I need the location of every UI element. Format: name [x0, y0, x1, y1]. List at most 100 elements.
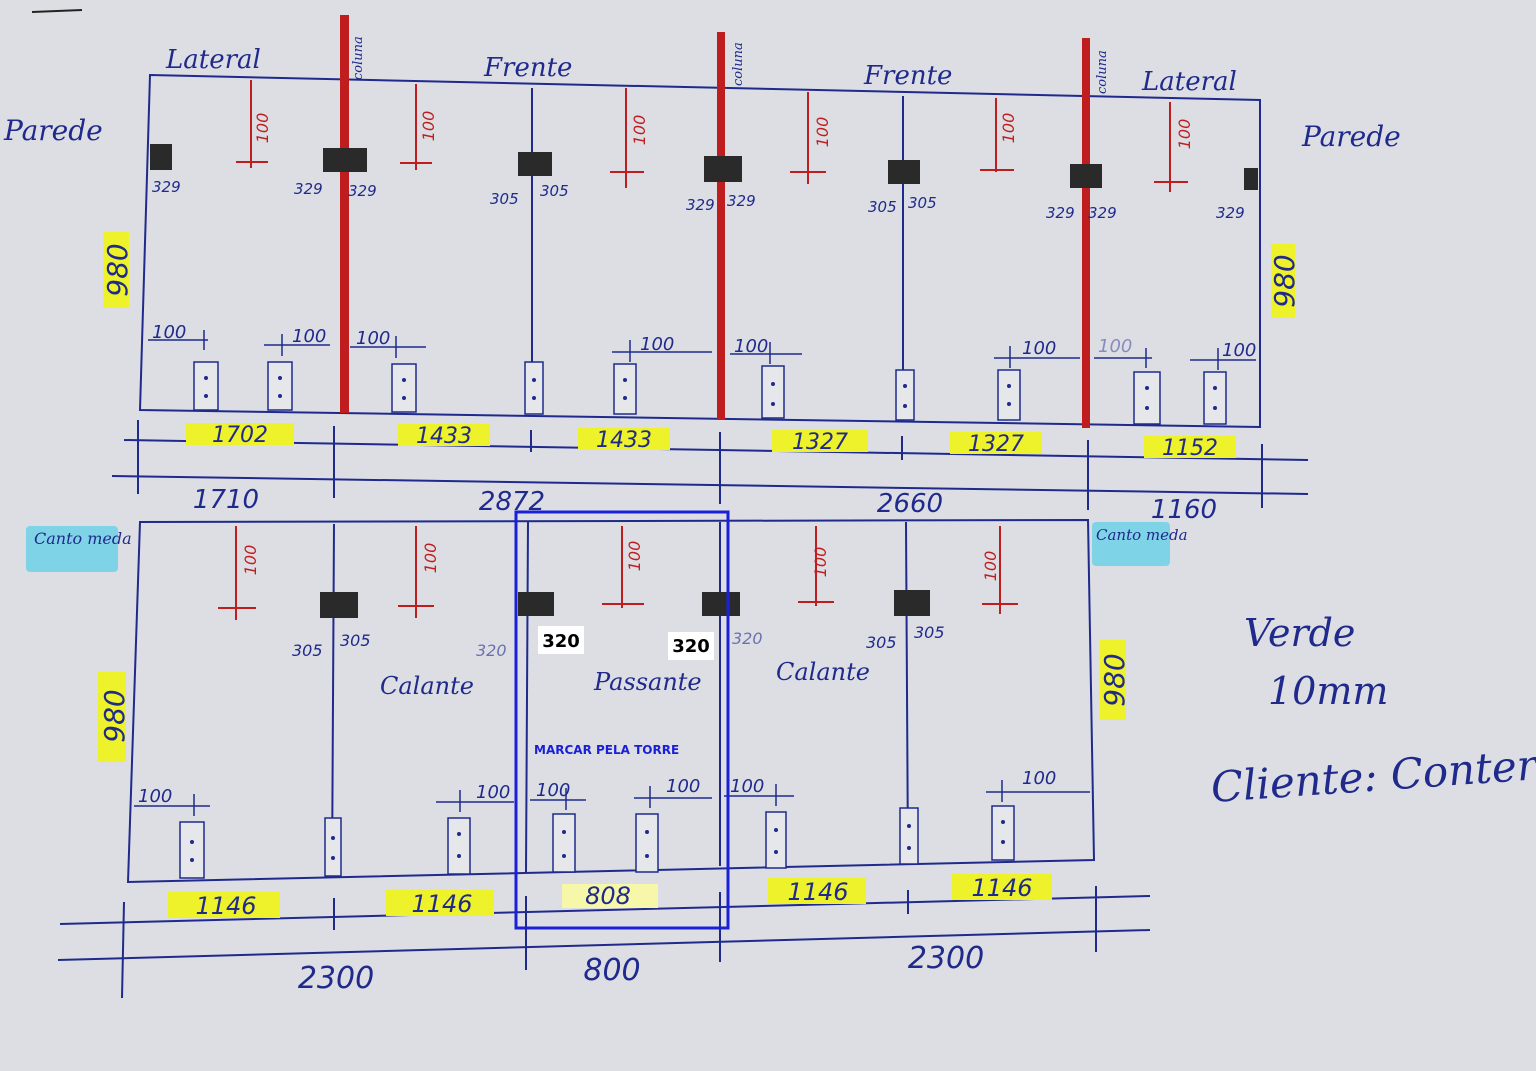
red-mark: 100	[790, 92, 832, 184]
red-mark: 100	[610, 88, 649, 188]
tower-highlight-box[interactable]	[514, 510, 730, 930]
bay-total: 1160	[1151, 495, 1217, 525]
hinge-value: 329	[152, 178, 181, 196]
red-mark-label: 100	[241, 545, 260, 576]
red-mark-label: 100	[981, 551, 1000, 582]
top-plan: coluna coluna coluna Lateral Frente Fren…	[3, 15, 1401, 525]
note-color: Verde	[1244, 611, 1355, 655]
hinge-block	[704, 156, 742, 182]
hinge-value: 305	[914, 623, 945, 642]
panel-width: 1152	[1162, 436, 1218, 461]
lateral-right-label: Lateral	[1141, 67, 1237, 97]
column-label: coluna	[351, 36, 366, 80]
handle-offset: 100	[734, 336, 768, 357]
offset-ticks	[134, 780, 1090, 816]
hinge-block	[702, 592, 740, 616]
hinge-block	[518, 592, 554, 616]
dimension-lines	[111, 420, 1309, 510]
column-bar	[340, 15, 349, 413]
hinge-value: 305	[908, 194, 937, 212]
panel-width: 1327	[968, 432, 1024, 457]
column-bar	[1082, 38, 1090, 428]
red-mark-label: 100	[811, 547, 830, 578]
column-label: coluna	[731, 42, 746, 86]
red-mark: 100	[798, 526, 834, 606]
panel-width: 1146	[787, 878, 848, 906]
bottom-outline	[126, 518, 1096, 884]
passante-label: Passante	[593, 668, 702, 696]
red-mark: 100	[400, 84, 438, 170]
panel-width: 1146	[195, 892, 256, 920]
value-tag	[538, 626, 584, 654]
boxed-value: 320	[672, 636, 710, 657]
hinge-value: 329	[1216, 204, 1245, 222]
red-mark: 100	[398, 526, 440, 618]
calante-label: Calante	[380, 672, 474, 700]
canto-right-label: Canto meda	[1096, 526, 1188, 544]
handle-offset: 100	[1098, 336, 1132, 357]
panel-width: 1702	[212, 423, 268, 448]
red-mark: 100	[981, 526, 1018, 614]
highlight	[103, 232, 129, 308]
division-line	[905, 521, 909, 863]
note-thickness: 10mm	[1268, 669, 1388, 713]
parede-left-label: Parede	[3, 114, 103, 147]
panel-width: 808	[585, 882, 631, 910]
hinge-value: 305	[866, 633, 897, 652]
handle-offset: 100	[1022, 338, 1056, 359]
bay-total: 2300	[298, 961, 374, 996]
bay-total: 2660	[877, 489, 943, 519]
frente-label: Frente	[483, 53, 572, 83]
boxed-value: 320	[542, 631, 580, 652]
height-label: 980	[1098, 653, 1131, 706]
red-mark-label: 100	[253, 113, 272, 144]
pen-stroke	[31, 9, 83, 13]
hinge-value: 305	[540, 182, 569, 200]
handle-offset: 100	[152, 322, 186, 343]
red-mark: 100	[602, 526, 644, 608]
column-label: coluna	[1095, 50, 1110, 94]
panel-width: 1433	[596, 428, 652, 453]
red-mark-label: 100	[999, 113, 1018, 144]
top-outline	[138, 73, 1261, 429]
hinge-block	[323, 148, 367, 172]
handle-offset: 100	[536, 780, 570, 801]
height-label: 980	[101, 243, 134, 296]
hinge-value: 329	[294, 180, 323, 198]
hinge-block	[1244, 168, 1258, 190]
hinge-value: 320	[476, 641, 507, 660]
calante-label: Calante	[776, 658, 870, 686]
red-mark-label: 100	[813, 117, 832, 148]
hinge-value: 329	[686, 196, 715, 214]
panel-width: 1433	[416, 424, 472, 449]
red-mark: 100	[218, 526, 260, 620]
red-mark-label: 100	[630, 115, 649, 146]
red-mark-label: 100	[625, 541, 644, 572]
bay-total: 1710	[193, 485, 259, 515]
handle-offset: 100	[356, 328, 390, 349]
highlight	[1100, 640, 1126, 720]
hardware-boxes	[193, 361, 1227, 425]
hinge-block	[1070, 164, 1102, 188]
red-mark-label: 100	[419, 111, 438, 142]
handle-offset: 100	[292, 326, 326, 347]
value-tag	[668, 632, 714, 660]
frente-label: Frente	[863, 61, 952, 91]
red-mark-label: 100	[421, 543, 440, 574]
hinge-value: 305	[340, 631, 371, 650]
canto-left-label: Canto meda	[34, 529, 132, 548]
hinge-value: 305	[868, 198, 897, 216]
highlight	[1271, 244, 1295, 318]
red-mark-label: 100	[1175, 119, 1194, 150]
hinge-value: 305	[292, 641, 323, 660]
panel-width: 1327	[792, 430, 848, 455]
parede-right-label: Parede	[1301, 120, 1401, 153]
hinge-value: 329	[727, 192, 756, 210]
red-mark: 100	[980, 98, 1018, 172]
bay-total: 800	[583, 953, 640, 988]
handle-offset: 100	[1022, 768, 1056, 789]
canto-tag	[1092, 522, 1170, 566]
hinge-value: 329	[1046, 204, 1075, 222]
lateral-left-label: Lateral	[165, 45, 261, 75]
column-bar	[717, 32, 725, 420]
